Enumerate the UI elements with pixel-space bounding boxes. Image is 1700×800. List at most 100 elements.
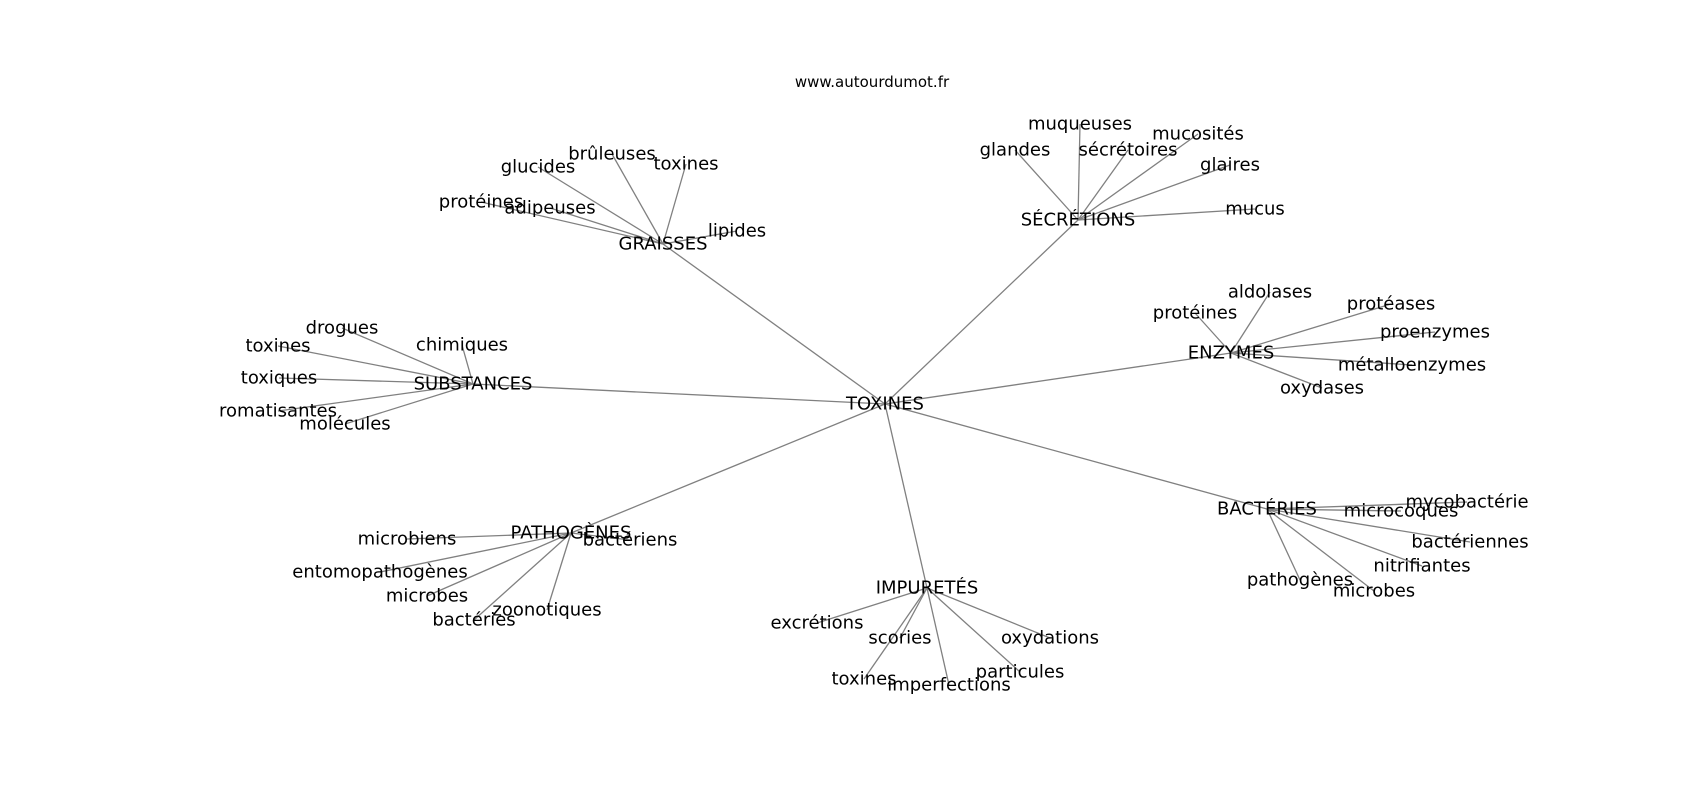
center-node: TOXINES <box>845 394 924 415</box>
leaf-node: microbes <box>1333 581 1415 602</box>
leaf-node: scories <box>868 628 931 649</box>
leaf-node: toxines <box>245 336 310 357</box>
leaf-edge <box>277 345 474 385</box>
group-node: SÉCRÉTIONS <box>1021 209 1136 231</box>
leaf-node: mucosités <box>1152 124 1244 145</box>
leaf-node: protéases <box>1347 294 1435 315</box>
graph-labels: TOXINESGRAISSESglucidesbrûleusestoxinesp… <box>219 114 1529 696</box>
leaf-edge <box>461 344 474 385</box>
leaf-edge <box>344 383 474 425</box>
leaf-node: adipeuses <box>504 198 595 219</box>
center-edge <box>662 243 886 405</box>
leaf-edge <box>341 327 474 385</box>
leaf-edge <box>926 587 1051 639</box>
leaf-node: drogues <box>306 318 379 339</box>
group-node: BACTÉRIES <box>1217 498 1317 520</box>
leaf-edge <box>816 587 928 624</box>
leaf-node: oxydases <box>1280 378 1364 399</box>
leaf-edge <box>899 587 928 639</box>
leaf-edge <box>1230 352 1413 366</box>
leaf-node: imperfections <box>887 675 1011 696</box>
leaf-edge <box>662 163 687 245</box>
group-node: ENZYMES <box>1188 343 1275 364</box>
leaf-edge <box>926 587 950 686</box>
leaf-edge <box>611 153 664 245</box>
leaf-node: métalloenzymes <box>1338 355 1486 376</box>
leaf-node: zoonotiques <box>492 600 601 621</box>
leaf-node: glaires <box>1200 155 1260 176</box>
leaf-node: pathogènes <box>1247 570 1353 591</box>
center-edge <box>884 403 1268 510</box>
leaf-edge <box>406 532 572 540</box>
leaf-edge <box>549 207 664 245</box>
leaf-node: brûleuses <box>568 144 656 165</box>
leaf-node: protéines <box>1153 303 1237 324</box>
leaf-edge <box>1077 208 1256 221</box>
leaf-edge <box>277 383 474 412</box>
leaf-edge <box>480 201 664 245</box>
center-edge <box>472 383 886 405</box>
group-node: GRAISSES <box>619 234 708 255</box>
leaf-node: aldolases <box>1228 282 1312 303</box>
leaf-node: bactéries <box>432 610 515 631</box>
leaf-edge <box>278 377 474 385</box>
leaf-node: chimiques <box>416 335 508 356</box>
leaf-edge <box>1230 291 1271 354</box>
leaf-node: bactériennes <box>1411 532 1528 553</box>
center-edge <box>884 219 1079 405</box>
leaf-node: sécrétoires <box>1079 140 1178 161</box>
leaf-edge <box>1266 508 1423 567</box>
leaf-node: romatisantes <box>219 401 337 422</box>
leaf-edge <box>1230 352 1323 389</box>
leaf-edge <box>537 166 664 245</box>
leaf-edge <box>1266 501 1468 510</box>
leaf-node: excrétions <box>771 613 864 634</box>
leaf-node: muqueuses <box>1028 114 1132 135</box>
center-edge <box>884 352 1232 405</box>
leaf-node: microbiens <box>358 529 457 550</box>
leaf-node: protéines <box>439 192 523 213</box>
leaf-node: glandes <box>980 140 1051 161</box>
leaf-edge <box>1077 123 1081 221</box>
center-edge <box>570 403 886 534</box>
leaf-edge <box>379 532 572 573</box>
leaf-edge <box>546 532 572 611</box>
leaf-edge <box>662 230 738 245</box>
center-edge <box>884 403 928 589</box>
leaf-edge <box>1266 508 1375 592</box>
leaf-node: bactériens <box>583 530 678 551</box>
leaf-edge <box>1014 149 1079 221</box>
leaf-node: nitrifiantes <box>1373 556 1470 577</box>
leaf-node: molécules <box>299 414 390 435</box>
leaf-edge <box>570 532 631 541</box>
leaf-node: glucides <box>501 157 576 178</box>
leaf-node: entomopathogènes <box>292 562 467 583</box>
group-node: IMPURETÉS <box>876 577 979 599</box>
leaf-edge <box>1230 331 1436 354</box>
leaf-node: proenzymes <box>1380 322 1490 343</box>
leaf-edge <box>426 532 572 597</box>
leaf-edge <box>1077 149 1129 221</box>
leaf-node: microcoques <box>1344 501 1459 522</box>
group-node: PATHOGÈNES <box>511 522 632 544</box>
leaf-edge <box>473 532 572 621</box>
leaf-edge <box>1266 508 1301 581</box>
leaf-edge <box>1230 303 1392 354</box>
leaf-edge <box>863 587 928 680</box>
leaf-node: mucus <box>1225 199 1285 220</box>
leaf-node: mycobactérie <box>1405 492 1528 513</box>
source-label: www.autourdumot.fr <box>795 73 950 91</box>
leaf-node: particules <box>976 662 1065 683</box>
leaf-edge <box>1077 133 1199 221</box>
leaf-edge <box>1266 508 1471 543</box>
leaf-node: oxydations <box>1001 628 1099 649</box>
leaf-node: toxines <box>831 669 896 690</box>
leaf-edge <box>1077 164 1231 221</box>
leaf-node: toxines <box>653 154 718 175</box>
graph-edges <box>277 123 1471 686</box>
leaf-edge <box>1194 312 1232 354</box>
leaf-edge <box>926 587 1021 673</box>
leaf-edge <box>1266 508 1402 512</box>
leaf-node: lipides <box>708 221 766 242</box>
